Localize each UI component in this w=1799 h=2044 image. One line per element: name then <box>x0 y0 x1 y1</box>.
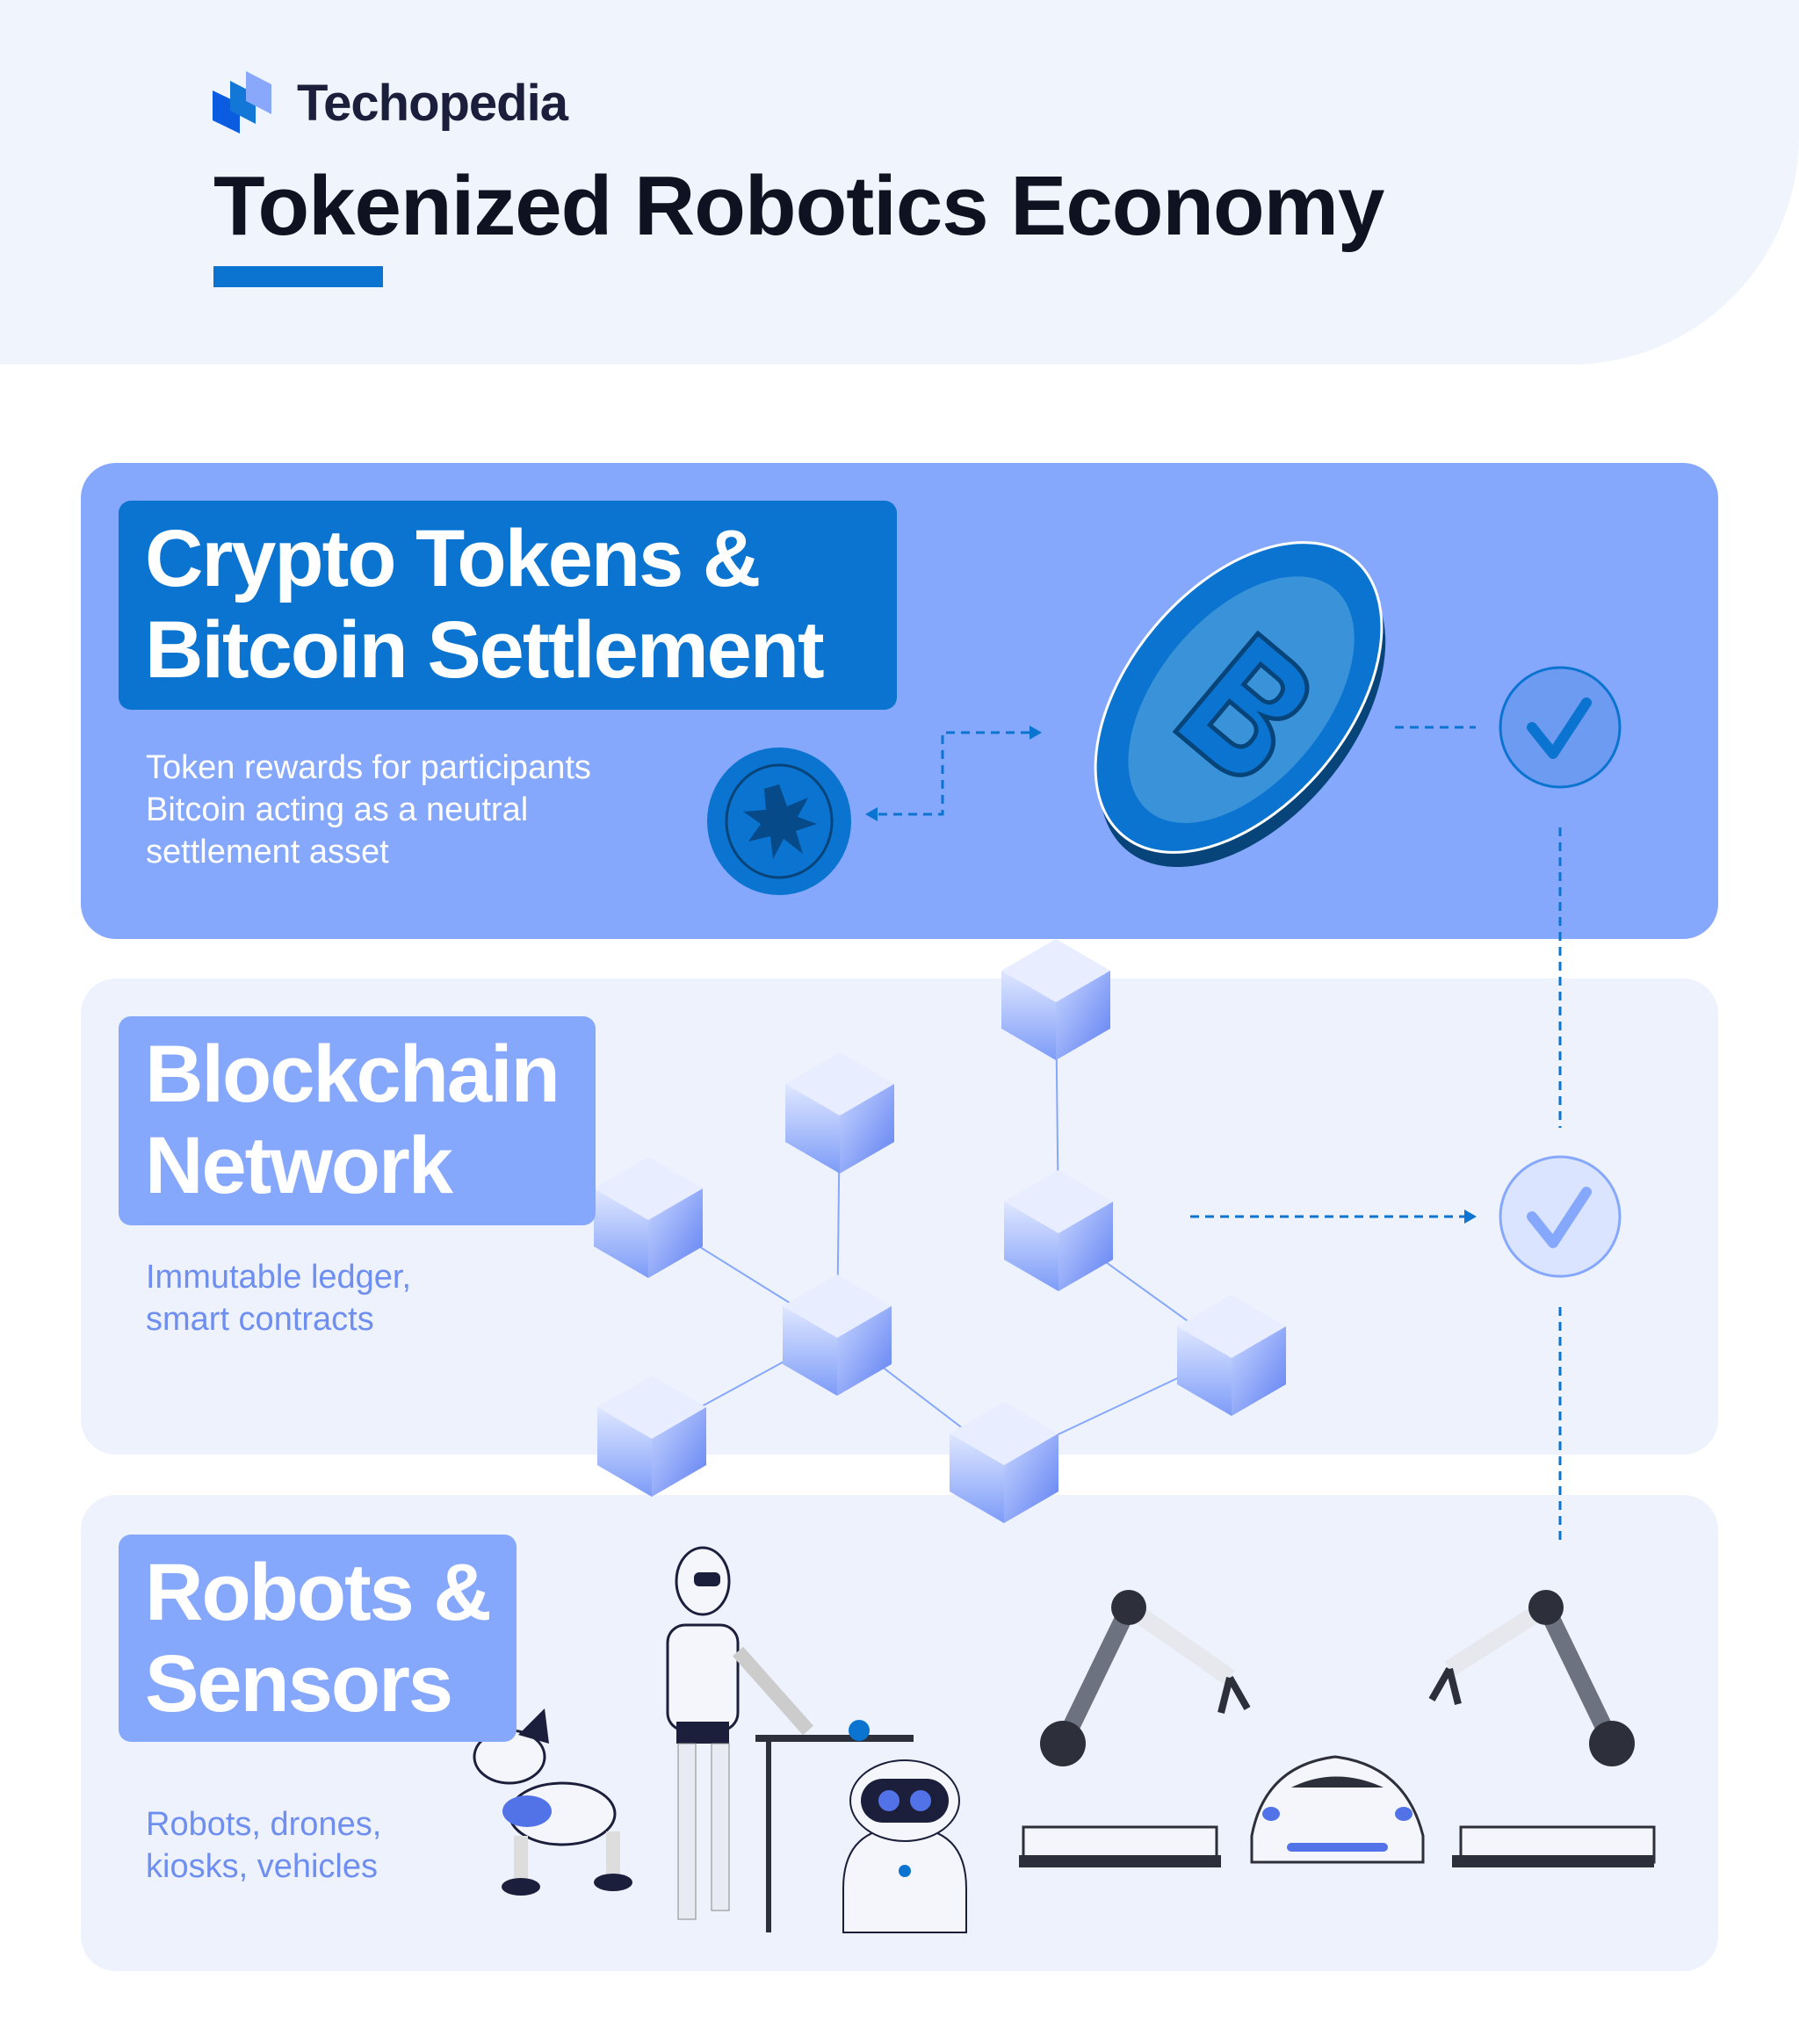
bitcoin-coin-icon <box>1094 541 1386 868</box>
techopedia-logo-icon <box>213 71 271 134</box>
layer-desc-blockchain: Immutable ledger, smart contracts <box>146 1256 411 1340</box>
connector-lines <box>878 726 1562 1541</box>
title-underline <box>213 266 383 287</box>
arrow-head-icon <box>1030 726 1042 740</box>
blockchain-cubes-icon <box>647 996 1232 1461</box>
block-cube <box>783 1275 892 1396</box>
header <box>0 0 1799 365</box>
token-coin-icon <box>707 748 851 895</box>
check-circle-icon <box>1499 666 1622 789</box>
humanoid-robot-icon <box>666 1546 914 1932</box>
block-cube <box>785 1052 894 1174</box>
brand-name: Techopedia <box>297 75 568 132</box>
block-cube <box>594 1157 703 1278</box>
arrow-head-icon <box>1464 1210 1477 1224</box>
desc-line: smart contracts <box>146 1301 374 1338</box>
service-robot-icon <box>842 1759 967 1933</box>
desc-line: settlement asset <box>146 834 389 870</box>
arrow-head-icon <box>865 807 878 821</box>
block-cube <box>1177 1295 1286 1416</box>
title-line: Sensors <box>145 1639 453 1729</box>
title-line: Robots & <box>145 1548 492 1637</box>
block-cube <box>597 1376 706 1497</box>
desc-line: Bitcoin acting as a neutral <box>146 791 529 828</box>
robotic-arm-icon <box>1428 1590 1656 1867</box>
block-cube <box>1001 939 1110 1060</box>
layer-title-crypto: Crypto Tokens & Bitcoin Settlement <box>119 501 897 710</box>
title-line: Bitcoin Settlement <box>145 605 825 695</box>
layer-title-blockchain: Blockchain Network <box>119 1016 596 1225</box>
layer-desc-crypto: Token rewards for participants Bitcoin a… <box>146 747 591 873</box>
title-line: Blockchain <box>145 1029 560 1119</box>
robot-dog-icon <box>473 1708 632 1896</box>
desc-line: Immutable ledger, <box>146 1259 412 1296</box>
title-line: Crypto Tokens & <box>145 514 761 603</box>
desc-line: kiosks, vehicles <box>146 1848 378 1885</box>
robotic-arm-icon <box>1019 1590 1251 1867</box>
check-circle-icon <box>1499 1155 1622 1278</box>
page-title: Tokenized Robotics Economy <box>213 159 1384 253</box>
block-cube <box>1004 1170 1113 1291</box>
layer-desc-robots: Robots, drones, kiosks, vehicles <box>146 1803 381 1888</box>
car-icon <box>1250 1755 1425 1864</box>
layer-title-robots: Robots & Sensors <box>119 1535 517 1742</box>
desc-line: Token rewards for participants <box>146 749 591 786</box>
title-line: Network <box>145 1121 453 1210</box>
block-cube <box>950 1402 1058 1523</box>
desc-line: Robots, drones, <box>146 1806 382 1843</box>
